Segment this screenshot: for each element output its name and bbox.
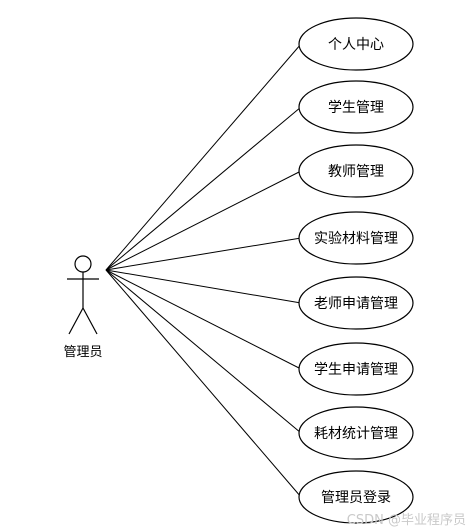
use-case-label: 学生管理: [328, 100, 384, 116]
use-case-ellipse: [298, 211, 414, 265]
association-line: [105, 269, 302, 498]
association-line: [105, 237, 302, 271]
association-line: [105, 269, 302, 304]
association-line: [105, 106, 302, 271]
use-case-ellipse: [298, 80, 414, 134]
use-case: 教师管理: [298, 144, 414, 198]
use-case-label: 老师申请管理: [314, 296, 398, 312]
use-case-ellipse: [298, 406, 414, 460]
use-case-ellipse: [298, 342, 414, 396]
use-case-list: 个人中心学生管理教师管理实验材料管理老师申请管理学生申请管理耗材统计管理管理员登…: [298, 17, 414, 524]
use-case-ellipse: [298, 144, 414, 198]
association-line: [105, 170, 302, 271]
association-line: [105, 43, 302, 271]
actor-left-leg: [68, 307, 84, 335]
use-case-label: 实验材料管理: [314, 231, 398, 247]
actor-right-leg: [82, 307, 98, 335]
use-case-label: 教师管理: [328, 164, 384, 180]
use-case: 耗材统计管理: [298, 406, 414, 460]
use-case: 学生管理: [298, 80, 414, 134]
association-lines: [105, 43, 302, 498]
use-case: 实验材料管理: [298, 211, 414, 265]
use-case: 个人中心: [298, 17, 414, 71]
use-case-ellipse: [298, 276, 414, 330]
actor-head: [74, 255, 92, 273]
use-case: 学生申请管理: [298, 342, 414, 396]
watermark: CSDN @毕业程序员: [346, 513, 466, 528]
association-line: [105, 269, 302, 434]
use-case-label: 学生申请管理: [314, 362, 398, 378]
use-case: 管理员登录: [298, 470, 414, 524]
use-case: 老师申请管理: [298, 276, 414, 330]
use-case-ellipse: [298, 470, 414, 524]
actor-label: 管理员: [63, 345, 102, 360]
use-case-ellipse: [298, 17, 414, 71]
use-case-label: 个人中心: [328, 37, 384, 53]
use-case-label: 耗材统计管理: [314, 426, 398, 442]
use-case-label: 管理员登录: [321, 490, 391, 506]
association-line: [105, 269, 302, 370]
actor-administrator: 管理员: [63, 255, 103, 360]
